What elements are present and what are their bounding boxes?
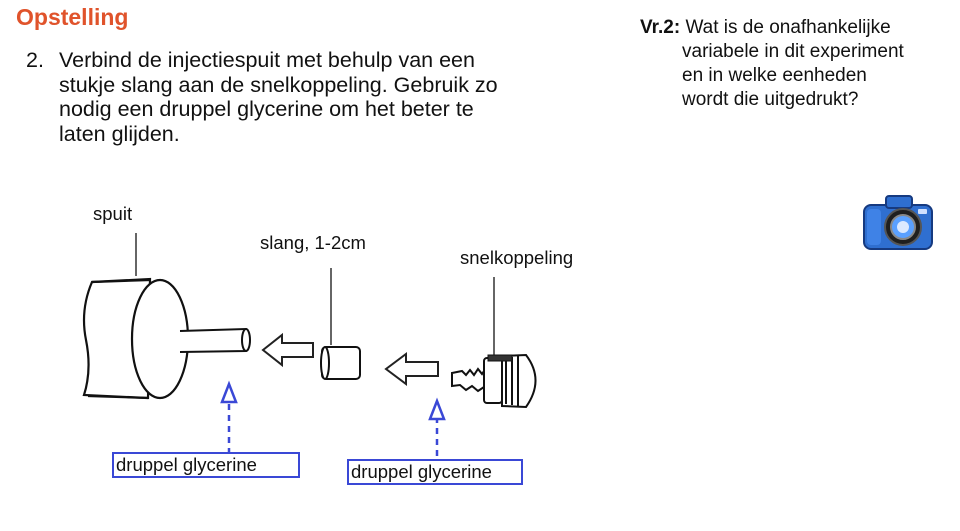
question-label: Vr.2:: [640, 17, 681, 38]
question-block: Vr.2: Wat is de onafhankelijke variabele…: [640, 16, 950, 112]
dashed-arrow-left: [220, 380, 238, 454]
question-line: en in welke eenheden: [682, 65, 867, 86]
question-line: variabele in dit experiment: [682, 41, 904, 62]
step-line: laten glijden.: [59, 121, 180, 146]
step-line: nodig een druppel glycerine om het beter…: [59, 97, 474, 121]
tube-piece: [320, 346, 361, 380]
syringe-nozzle: [179, 327, 251, 353]
question-line: wordt die uitgedrukt?: [682, 89, 859, 110]
dashed-arrow-right: [428, 397, 446, 456]
arrow-left-2: [384, 352, 439, 386]
step-text: Verbind de injectiespuit met behulp van …: [59, 48, 584, 146]
syringe-body: [82, 277, 190, 400]
question-first-line: Vr.2: Wat is de onafhankelijke: [640, 16, 950, 40]
step-number: 2.: [26, 48, 44, 72]
label-spuit: spuit: [93, 203, 133, 224]
glycerine-box-right: druppel glycerine: [347, 459, 523, 485]
step-line: Verbind de injectiespuit met behulp van …: [59, 48, 475, 72]
camera-icon[interactable]: [862, 193, 934, 253]
arrow-left-1: [261, 332, 314, 368]
glycerine-box-left: druppel glycerine: [112, 452, 300, 478]
label-slang: slang, 1-2cm: [260, 232, 366, 253]
quick-coupler: [451, 353, 537, 409]
label-snelkoppeling: snelkoppeling: [460, 247, 574, 268]
question-text: Wat is de onafhankelijke: [685, 17, 891, 38]
page-title: Opstelling: [16, 4, 129, 30]
step-line: stukje slang aan de snelkoppeling. Gebru…: [59, 72, 498, 97]
